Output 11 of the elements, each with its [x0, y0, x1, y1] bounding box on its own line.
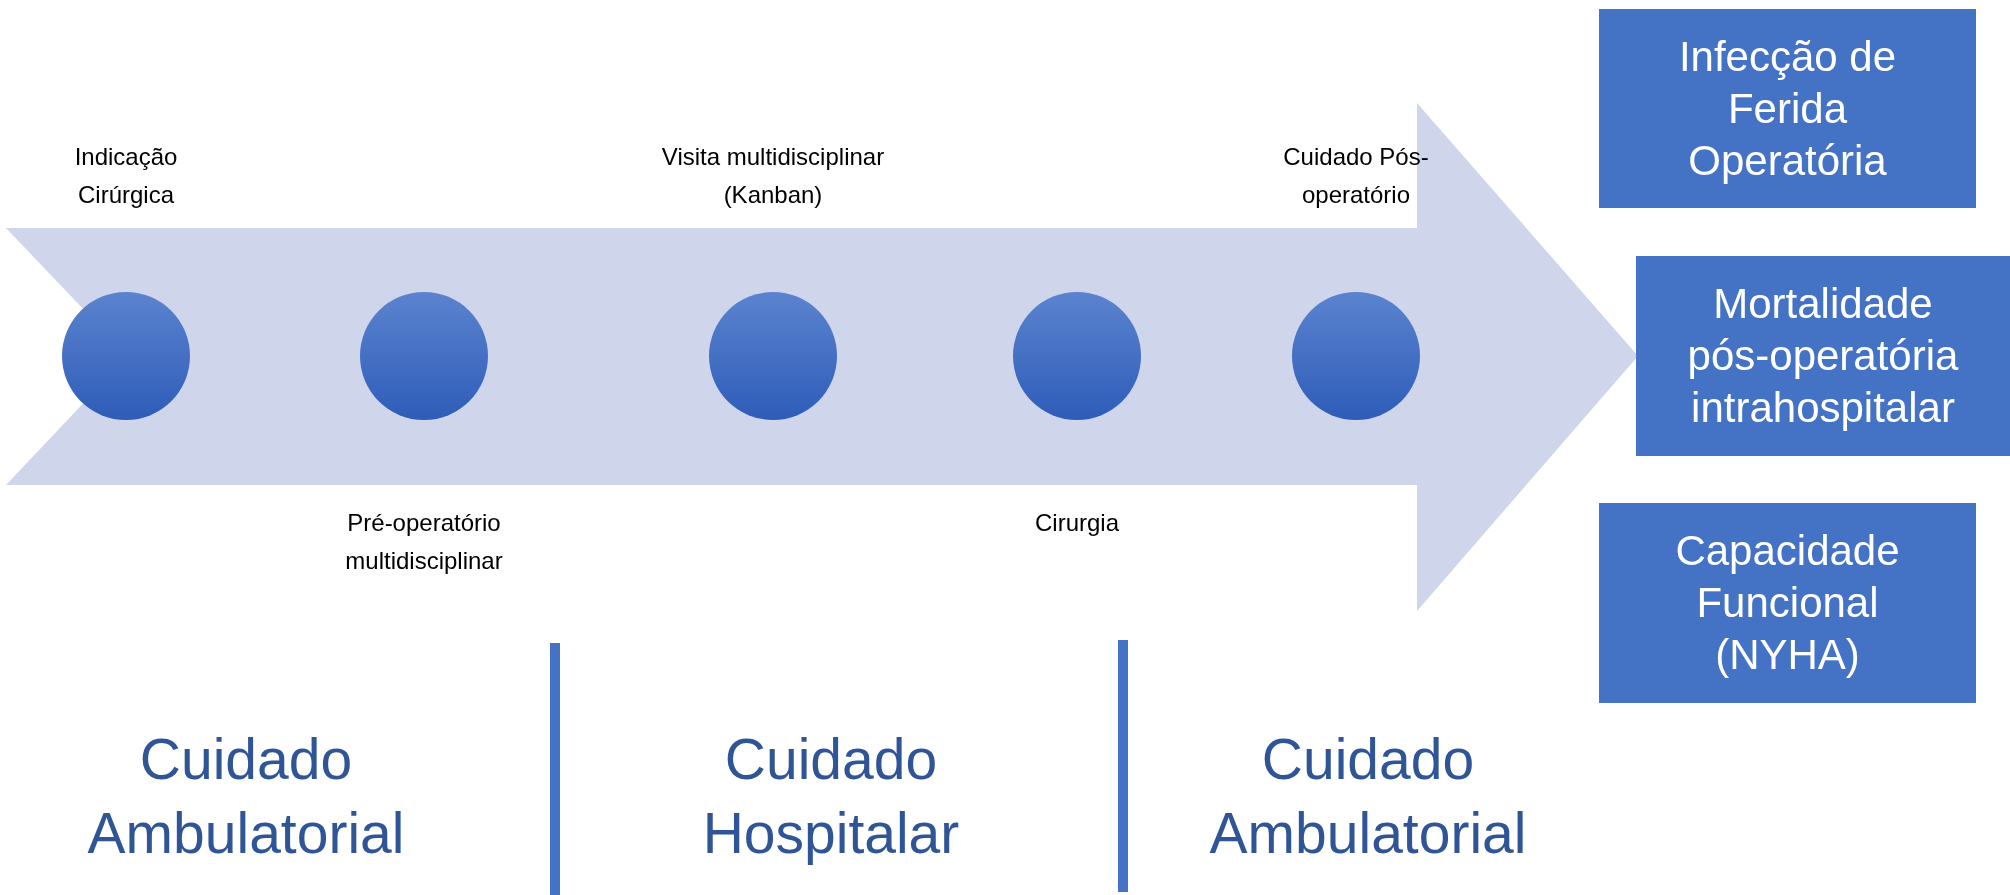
phase-label: Cuidado Hospitalar — [701, 726, 961, 867]
step-label: Visita multidisciplinar (Kanban) — [660, 142, 886, 210]
step-label: Indicação Cirúrgica — [73, 142, 179, 210]
step-label: Cuidado Pós-operatório — [1282, 142, 1430, 210]
step-label: Pré-operatório multidisciplinar — [344, 508, 504, 576]
outcome-box: Infecção de Ferida Operatória — [1599, 9, 1976, 208]
step-label: Cirurgia — [1034, 508, 1120, 538]
outcome-box: Capacidade Funcional (NYHA) — [1599, 503, 1976, 703]
outcome-box: Mortalidade pós-operatória intrahospitalar — [1636, 256, 2010, 456]
phase-label: Cuidado Ambulatorial — [1208, 726, 1528, 867]
phase-label: Cuidado Ambulatorial — [86, 726, 406, 867]
